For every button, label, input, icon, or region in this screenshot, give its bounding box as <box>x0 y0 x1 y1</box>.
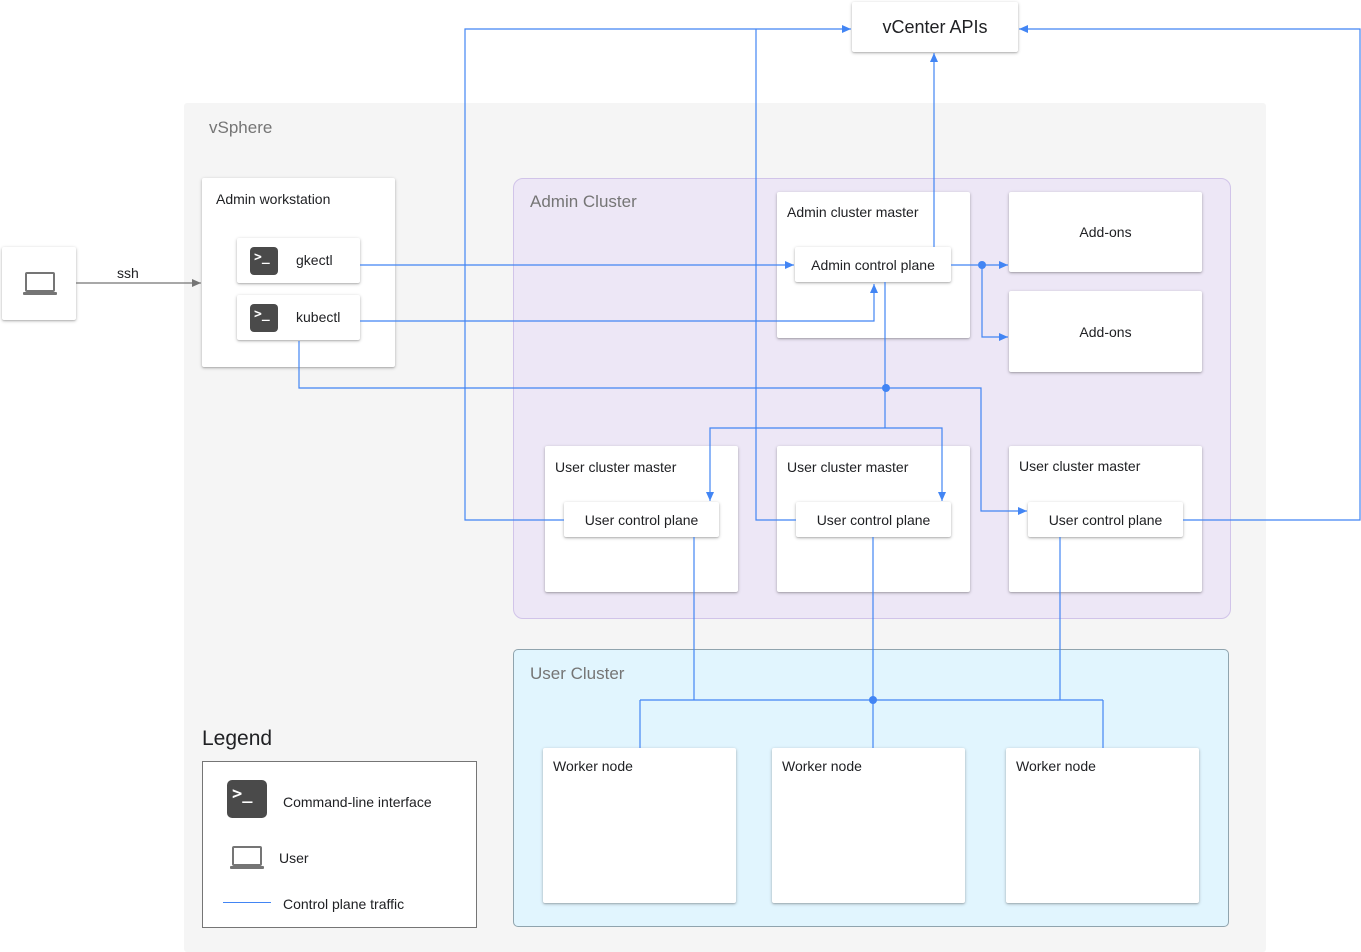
laptop-icon <box>23 272 57 296</box>
worker-node-title: Worker node <box>782 758 862 774</box>
user-cluster-label: User Cluster <box>530 664 625 683</box>
addons-label: Add-ons <box>1079 224 1132 240</box>
ssh-label: ssh <box>117 265 139 281</box>
gkectl-label: gkectl <box>296 252 333 268</box>
vsphere-label: vSphere <box>209 118 273 137</box>
user-cluster-master-title: User cluster master <box>555 459 677 475</box>
worker-node-title: Worker node <box>1016 758 1096 774</box>
user-control-plane-label: User control plane <box>584 511 699 528</box>
user-control-plane-label: User control plane <box>816 511 931 528</box>
kubectl-tool[interactable]: >_ kubectl <box>237 295 360 340</box>
laptop-icon <box>230 846 264 871</box>
legend-title: Legend <box>202 727 273 750</box>
kubectl-label: kubectl <box>296 309 341 325</box>
terminal-icon: >_ <box>227 780 267 818</box>
legend-user-label: User <box>279 850 309 866</box>
line-swatch <box>223 902 271 903</box>
legend-box: >_ Command-line interface User Control p… <box>202 761 477 928</box>
worker-node-box: Worker node <box>543 748 736 903</box>
user-control-plane-label: User control plane <box>1048 511 1163 528</box>
legend-cli-label: Command-line interface <box>283 794 432 810</box>
admin-cluster-master-title: Admin cluster master <box>787 204 919 220</box>
addons-box: Add-ons <box>1009 192 1202 272</box>
vcenter-apis-box: vCenter APIs <box>852 2 1018 52</box>
admin-control-plane-box: Admin control plane <box>795 247 951 282</box>
user-control-plane-box: User control plane <box>796 502 951 537</box>
admin-cluster-label: Admin Cluster <box>530 192 637 211</box>
worker-node-title: Worker node <box>553 758 633 774</box>
vcenter-apis-label: vCenter APIs <box>882 16 988 37</box>
terminal-icon: >_ <box>250 304 278 332</box>
addons-box: Add-ons <box>1009 291 1202 372</box>
worker-node-box: Worker node <box>1006 748 1199 903</box>
admin-control-plane-label: Admin control plane <box>811 256 935 273</box>
user-control-plane-box: User control plane <box>564 502 719 537</box>
user-device-box <box>2 247 76 320</box>
gkectl-tool[interactable]: >_ gkectl <box>237 238 360 283</box>
terminal-icon: >_ <box>250 247 278 275</box>
addons-label: Add-ons <box>1079 323 1132 340</box>
worker-node-box: Worker node <box>772 748 965 903</box>
user-cluster-master-title: User cluster master <box>787 459 909 475</box>
legend-traffic-label: Control plane traffic <box>283 896 405 912</box>
admin-workstation-title: Admin workstation <box>216 191 331 207</box>
user-control-plane-box: User control plane <box>1028 502 1183 537</box>
user-cluster-master-title: User cluster master <box>1019 458 1141 474</box>
